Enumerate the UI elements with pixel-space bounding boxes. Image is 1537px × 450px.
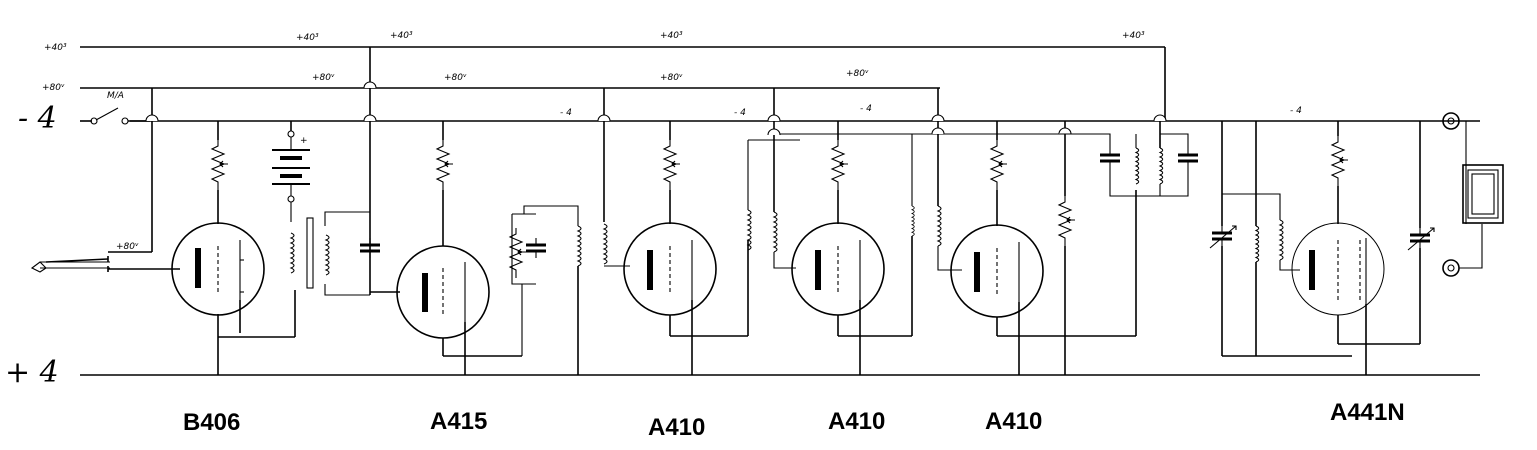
- minus4-small-4: - 4: [1290, 106, 1302, 116]
- b40-label-2: +40³: [390, 31, 413, 41]
- tube-a415: [370, 245, 522, 375]
- tube-label-a410-3: A410: [985, 408, 1042, 435]
- switch-label: M/A: [107, 91, 124, 101]
- minus4-small-3: - 4: [860, 104, 872, 114]
- b80-label-3: +80ᵛ: [660, 73, 683, 83]
- input-jack: [30, 256, 180, 273]
- tube-label-a441n: A441N: [1330, 399, 1405, 426]
- tube-a410-1: [623, 222, 749, 375]
- tube-a441n: [1291, 222, 1420, 375]
- tube-label-a410-1: A410: [648, 414, 705, 441]
- frame-antenna: [1442, 112, 1504, 277]
- power-switch: [80, 107, 150, 125]
- minus4-small-1: - 4: [560, 108, 572, 118]
- b80-label-4: +80ᵛ: [846, 69, 869, 79]
- tube-a410-3: [950, 190, 1137, 375]
- battery: +: [272, 121, 310, 203]
- minus4-rail-label: - 4: [18, 101, 57, 136]
- b80-label-2: +80ᵛ: [444, 73, 467, 83]
- tube-label-a415: A415: [430, 408, 487, 435]
- b40-label-3: +40³: [660, 31, 683, 41]
- tube-label-b406: B406: [183, 409, 240, 436]
- svg-text:+: +: [300, 136, 308, 146]
- tube-a410-2: [791, 222, 913, 375]
- tube-label-a410-2: A410: [828, 408, 885, 435]
- b80-label-1: +80ᵛ: [312, 73, 335, 83]
- plus4-rail-label: + 4: [5, 355, 59, 390]
- b40-label-left: +40³: [44, 43, 67, 53]
- tube-b406: [171, 222, 296, 375]
- b40-label-1: +40³: [296, 33, 319, 43]
- input-label: +80ᵛ: [116, 242, 139, 252]
- supply-rails: [80, 46, 1480, 376]
- b40-label-4: +40³: [1122, 31, 1145, 41]
- minus4-small-2: - 4: [734, 108, 746, 118]
- b80-label-left: +80ᵛ: [42, 83, 65, 93]
